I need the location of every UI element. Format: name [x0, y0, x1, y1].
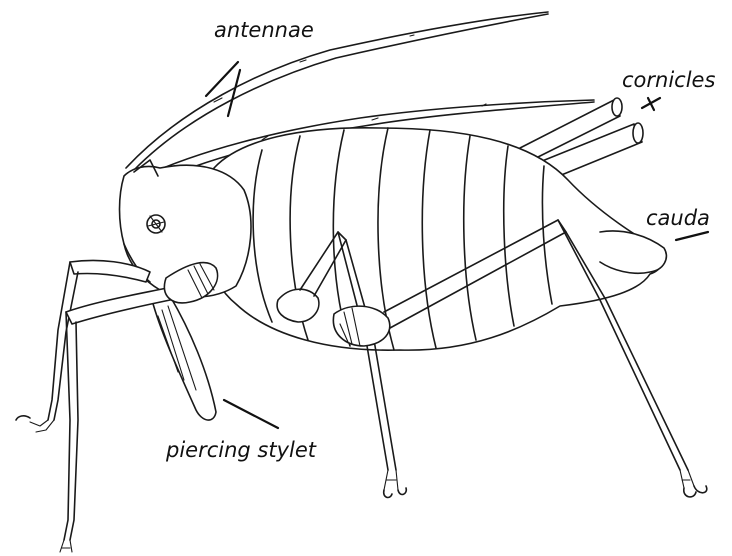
antennae-leader-1 [206, 62, 238, 96]
stylet-leader [224, 400, 278, 428]
cornicles-leader-2 [642, 98, 660, 108]
label-cauda: cauda [646, 208, 710, 229]
label-antennae: antennae [214, 20, 314, 41]
stylet-drawing [152, 296, 216, 420]
antennae-leader-2 [228, 70, 240, 116]
label-cornicles: cornicles [622, 70, 715, 91]
label-piercing-stylet: piercing stylet [166, 440, 316, 461]
cauda-leader [676, 232, 708, 240]
